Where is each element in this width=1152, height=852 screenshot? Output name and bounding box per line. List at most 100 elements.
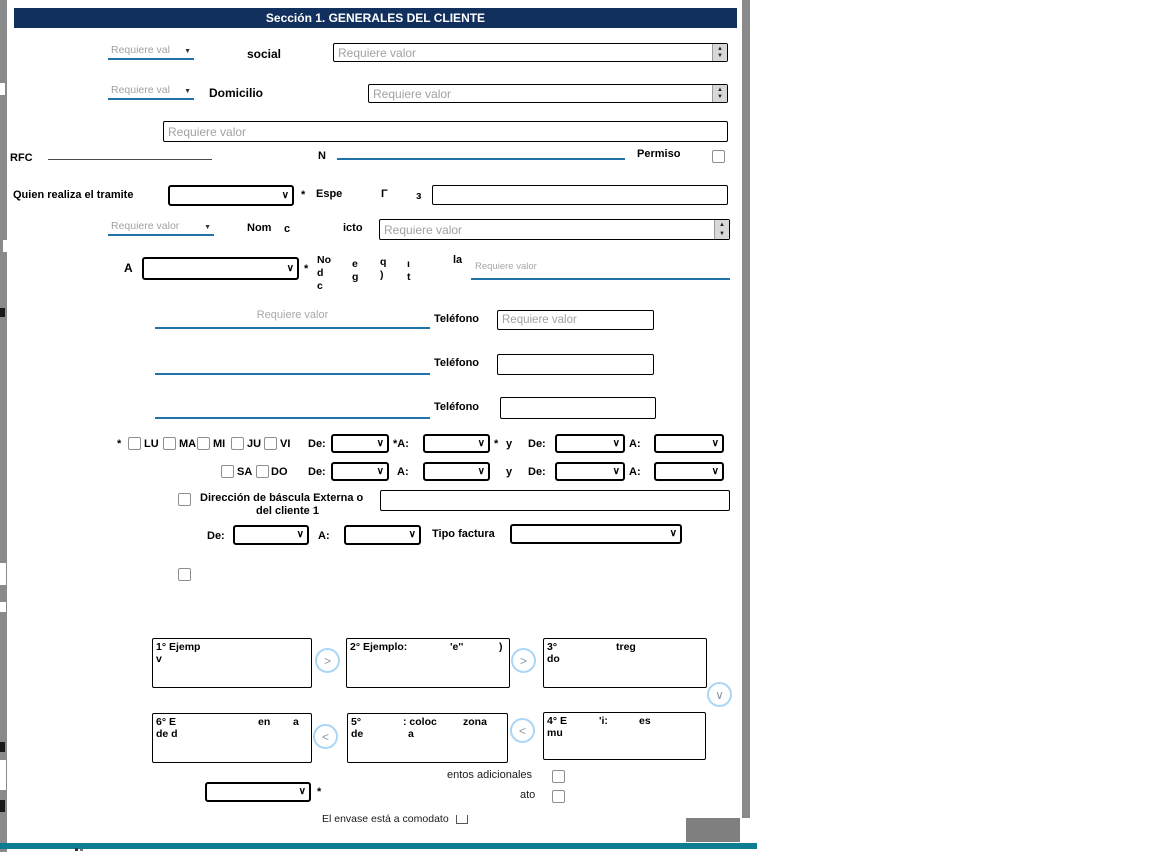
day-sa-checkbox[interactable] bbox=[221, 465, 234, 478]
de-label: De: bbox=[308, 438, 326, 450]
documentos-adicionales-label-fragment: entos adicionales bbox=[447, 769, 533, 781]
day-do-checkbox[interactable] bbox=[256, 465, 269, 478]
chevron-right-icon: > bbox=[519, 653, 527, 668]
chevron-down-icon: ∨ bbox=[376, 465, 384, 477]
hora-a-select-3[interactable]: ∨ bbox=[423, 462, 490, 481]
day-mi-label: MI bbox=[213, 438, 226, 450]
required-asterisk: * bbox=[494, 438, 499, 450]
de-label: De: bbox=[207, 530, 225, 542]
contacto-input[interactable] bbox=[380, 220, 721, 239]
hora-a-select-1[interactable]: ∨ bbox=[423, 434, 490, 453]
hora-de-select-1[interactable]: ∨ bbox=[331, 434, 389, 453]
especifique-input[interactable] bbox=[432, 185, 728, 205]
step-6-fragment: a bbox=[293, 716, 299, 728]
obscured-underline-input[interactable] bbox=[471, 254, 730, 280]
social-field: ▲ ▼ bbox=[333, 43, 728, 62]
left-edge-notch bbox=[0, 742, 5, 752]
day-vi-checkbox[interactable] bbox=[264, 437, 277, 450]
hora-de-select-2[interactable]: ∨ bbox=[555, 434, 625, 453]
lone-checkbox[interactable] bbox=[178, 568, 191, 581]
day-ju-checkbox[interactable] bbox=[231, 437, 244, 450]
bascula-a-select[interactable]: ∨ bbox=[344, 525, 421, 545]
day-lu-checkbox[interactable] bbox=[128, 437, 141, 450]
carousel-prev-button[interactable]: < bbox=[510, 718, 535, 743]
day-ju-label: JU bbox=[247, 438, 262, 450]
rfc-label: RFC bbox=[10, 152, 33, 164]
domicilio-input[interactable] bbox=[369, 85, 719, 102]
bascula-direccion-input[interactable] bbox=[380, 490, 730, 511]
step-3-text-line2: do bbox=[547, 653, 560, 665]
spinner-control[interactable]: ▲ ▼ bbox=[714, 220, 729, 239]
step-5-text: 5° bbox=[351, 716, 362, 728]
bottom-select[interactable]: ∨ bbox=[205, 782, 311, 802]
bascula-checkbox[interactable] bbox=[178, 493, 191, 506]
step-1-text: 1° Ejemp bbox=[156, 641, 201, 653]
hora-a-select-4[interactable]: ∨ bbox=[654, 462, 724, 481]
permiso-label: Permiso bbox=[637, 148, 681, 160]
comodato-checkbox[interactable] bbox=[456, 815, 468, 824]
telefono-input-2[interactable] bbox=[497, 354, 654, 375]
hora-de-select-3[interactable]: ∨ bbox=[331, 462, 389, 481]
rfc-input[interactable] bbox=[48, 143, 212, 160]
day-sa-label: SA bbox=[237, 466, 253, 478]
obscured-select[interactable]: ∨ bbox=[142, 257, 299, 280]
contacto-row-select[interactable]: Requiere valor ▼ bbox=[108, 218, 214, 236]
step-2-fragment: 'e'' bbox=[450, 641, 464, 653]
step-6-text-line2: de d bbox=[156, 728, 178, 740]
day-ma-checkbox[interactable] bbox=[163, 437, 176, 450]
chevron-down-icon: ∨ bbox=[612, 437, 620, 449]
carousel-expand-button[interactable]: ∨ bbox=[707, 682, 732, 707]
contact-name-input-1[interactable] bbox=[155, 303, 430, 329]
telefono-input-3[interactable] bbox=[500, 397, 656, 419]
horizontal-scrollbar-thumb[interactable] bbox=[686, 818, 740, 842]
a-star-label: *A: bbox=[393, 438, 409, 450]
quien-realiza-label: Quien realiza el tramite bbox=[13, 189, 134, 201]
day-mi-checkbox[interactable] bbox=[197, 437, 210, 450]
step-4-fragment: 'i: bbox=[599, 715, 608, 727]
tipo-factura-select[interactable]: ∨ bbox=[510, 524, 682, 544]
chevron-down-icon: ∨ bbox=[298, 785, 306, 797]
fragment: c bbox=[317, 280, 323, 292]
carousel-next-button[interactable]: > bbox=[511, 648, 536, 673]
social-row-select[interactable]: Requiere val ▼ bbox=[108, 42, 194, 60]
left-edge-notch bbox=[0, 563, 6, 585]
step-5-fragment: a bbox=[408, 728, 414, 740]
required-asterisk: * bbox=[317, 786, 322, 798]
n-label: N bbox=[318, 150, 326, 162]
contact-name-input-3[interactable] bbox=[155, 391, 430, 419]
hora-de-select-4[interactable]: ∨ bbox=[555, 462, 625, 481]
spinner-down-icon: ▼ bbox=[717, 94, 723, 101]
required-asterisk: * bbox=[304, 263, 309, 275]
domicilio-row-select[interactable]: Requiere val ▼ bbox=[108, 82, 194, 100]
day-lu-label: LU bbox=[144, 438, 159, 450]
de-label: De: bbox=[528, 438, 546, 450]
placeholder-text: Requiere val bbox=[111, 84, 170, 96]
de-label: De: bbox=[528, 466, 546, 478]
wide-text-input[interactable] bbox=[163, 121, 728, 142]
comodato-label: El envase está a comodato bbox=[322, 813, 449, 825]
chevron-down-icon: ∨ bbox=[612, 465, 620, 477]
documentos-adicionales-checkbox[interactable] bbox=[552, 770, 565, 783]
hora-a-select-2[interactable]: ∨ bbox=[654, 434, 724, 453]
left-edge-bar bbox=[0, 0, 7, 852]
step-1-text-line2: v bbox=[156, 653, 162, 665]
permiso-checkbox[interactable] bbox=[712, 150, 725, 163]
bascula-de-select[interactable]: ∨ bbox=[233, 525, 309, 545]
quien-realiza-select[interactable]: ∨ bbox=[168, 185, 294, 206]
spinner-control[interactable]: ▲ ▼ bbox=[712, 44, 727, 61]
carousel-prev-button[interactable]: < bbox=[313, 724, 338, 749]
step-5-fragment: zona bbox=[463, 716, 487, 728]
contact-name-input-2[interactable] bbox=[155, 347, 430, 375]
spinner-control[interactable]: ▲ ▼ bbox=[712, 85, 727, 102]
contacto-label-fragment: Nom bbox=[247, 222, 272, 234]
domicilio-field: ▲ ▼ bbox=[368, 84, 728, 103]
step-1-card: 1° Ejemp v bbox=[152, 638, 312, 688]
bottom-checkbox[interactable] bbox=[552, 790, 565, 803]
carousel-next-button[interactable]: > bbox=[315, 648, 340, 673]
social-input[interactable] bbox=[334, 44, 719, 61]
n-input[interactable] bbox=[337, 142, 625, 160]
telefono-input-1[interactable] bbox=[497, 310, 654, 330]
placeholder-text: Requiere valor bbox=[111, 220, 180, 232]
vertical-scrollbar[interactable] bbox=[742, 0, 750, 818]
text-fragment bbox=[75, 848, 78, 851]
